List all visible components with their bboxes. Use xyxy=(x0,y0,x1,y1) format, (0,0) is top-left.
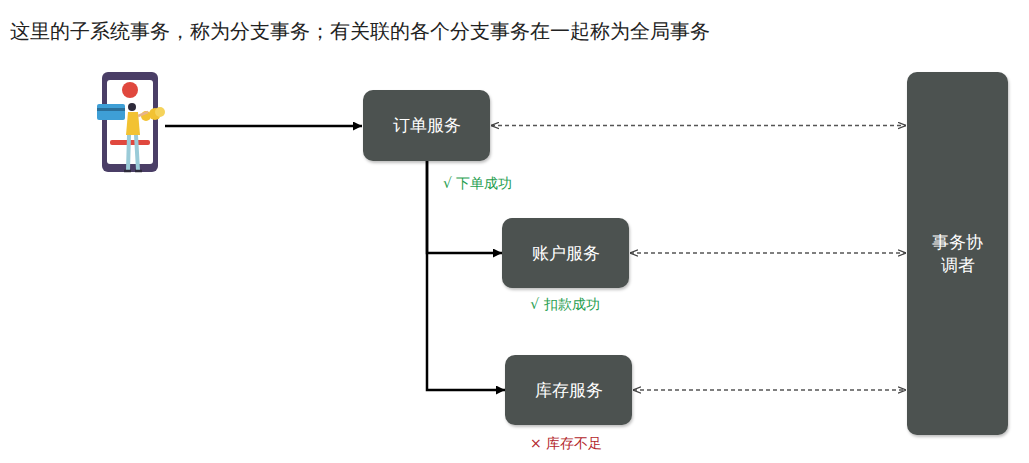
box-label: 库存服务 xyxy=(535,379,603,402)
status-note: √ 下单成功 xyxy=(443,175,512,193)
coordination-link xyxy=(491,125,906,126)
service-box: 库存服务 xyxy=(505,355,632,425)
phone-user-icon xyxy=(97,72,165,172)
user-arrow xyxy=(165,125,362,128)
service-box: 订单服务 xyxy=(363,90,490,161)
box-label: 订单服务 xyxy=(393,114,461,137)
status-note: √ 扣款成功 xyxy=(530,296,599,314)
heading: 这里的子系统事务，称为分支事务；有关联的各个分支事务在一起称为全局事务 xyxy=(10,18,710,45)
call-arrow xyxy=(427,161,505,390)
status-note: × 库存不足 xyxy=(530,435,602,453)
coordination-link xyxy=(633,389,906,390)
box-label: 事务协调者 xyxy=(929,231,987,277)
call-arrow xyxy=(427,161,502,253)
box-label: 账户服务 xyxy=(532,242,600,265)
coordination-link xyxy=(630,252,906,253)
coordinator-box: 事务协调者 xyxy=(907,72,1008,435)
service-box: 账户服务 xyxy=(502,218,629,288)
